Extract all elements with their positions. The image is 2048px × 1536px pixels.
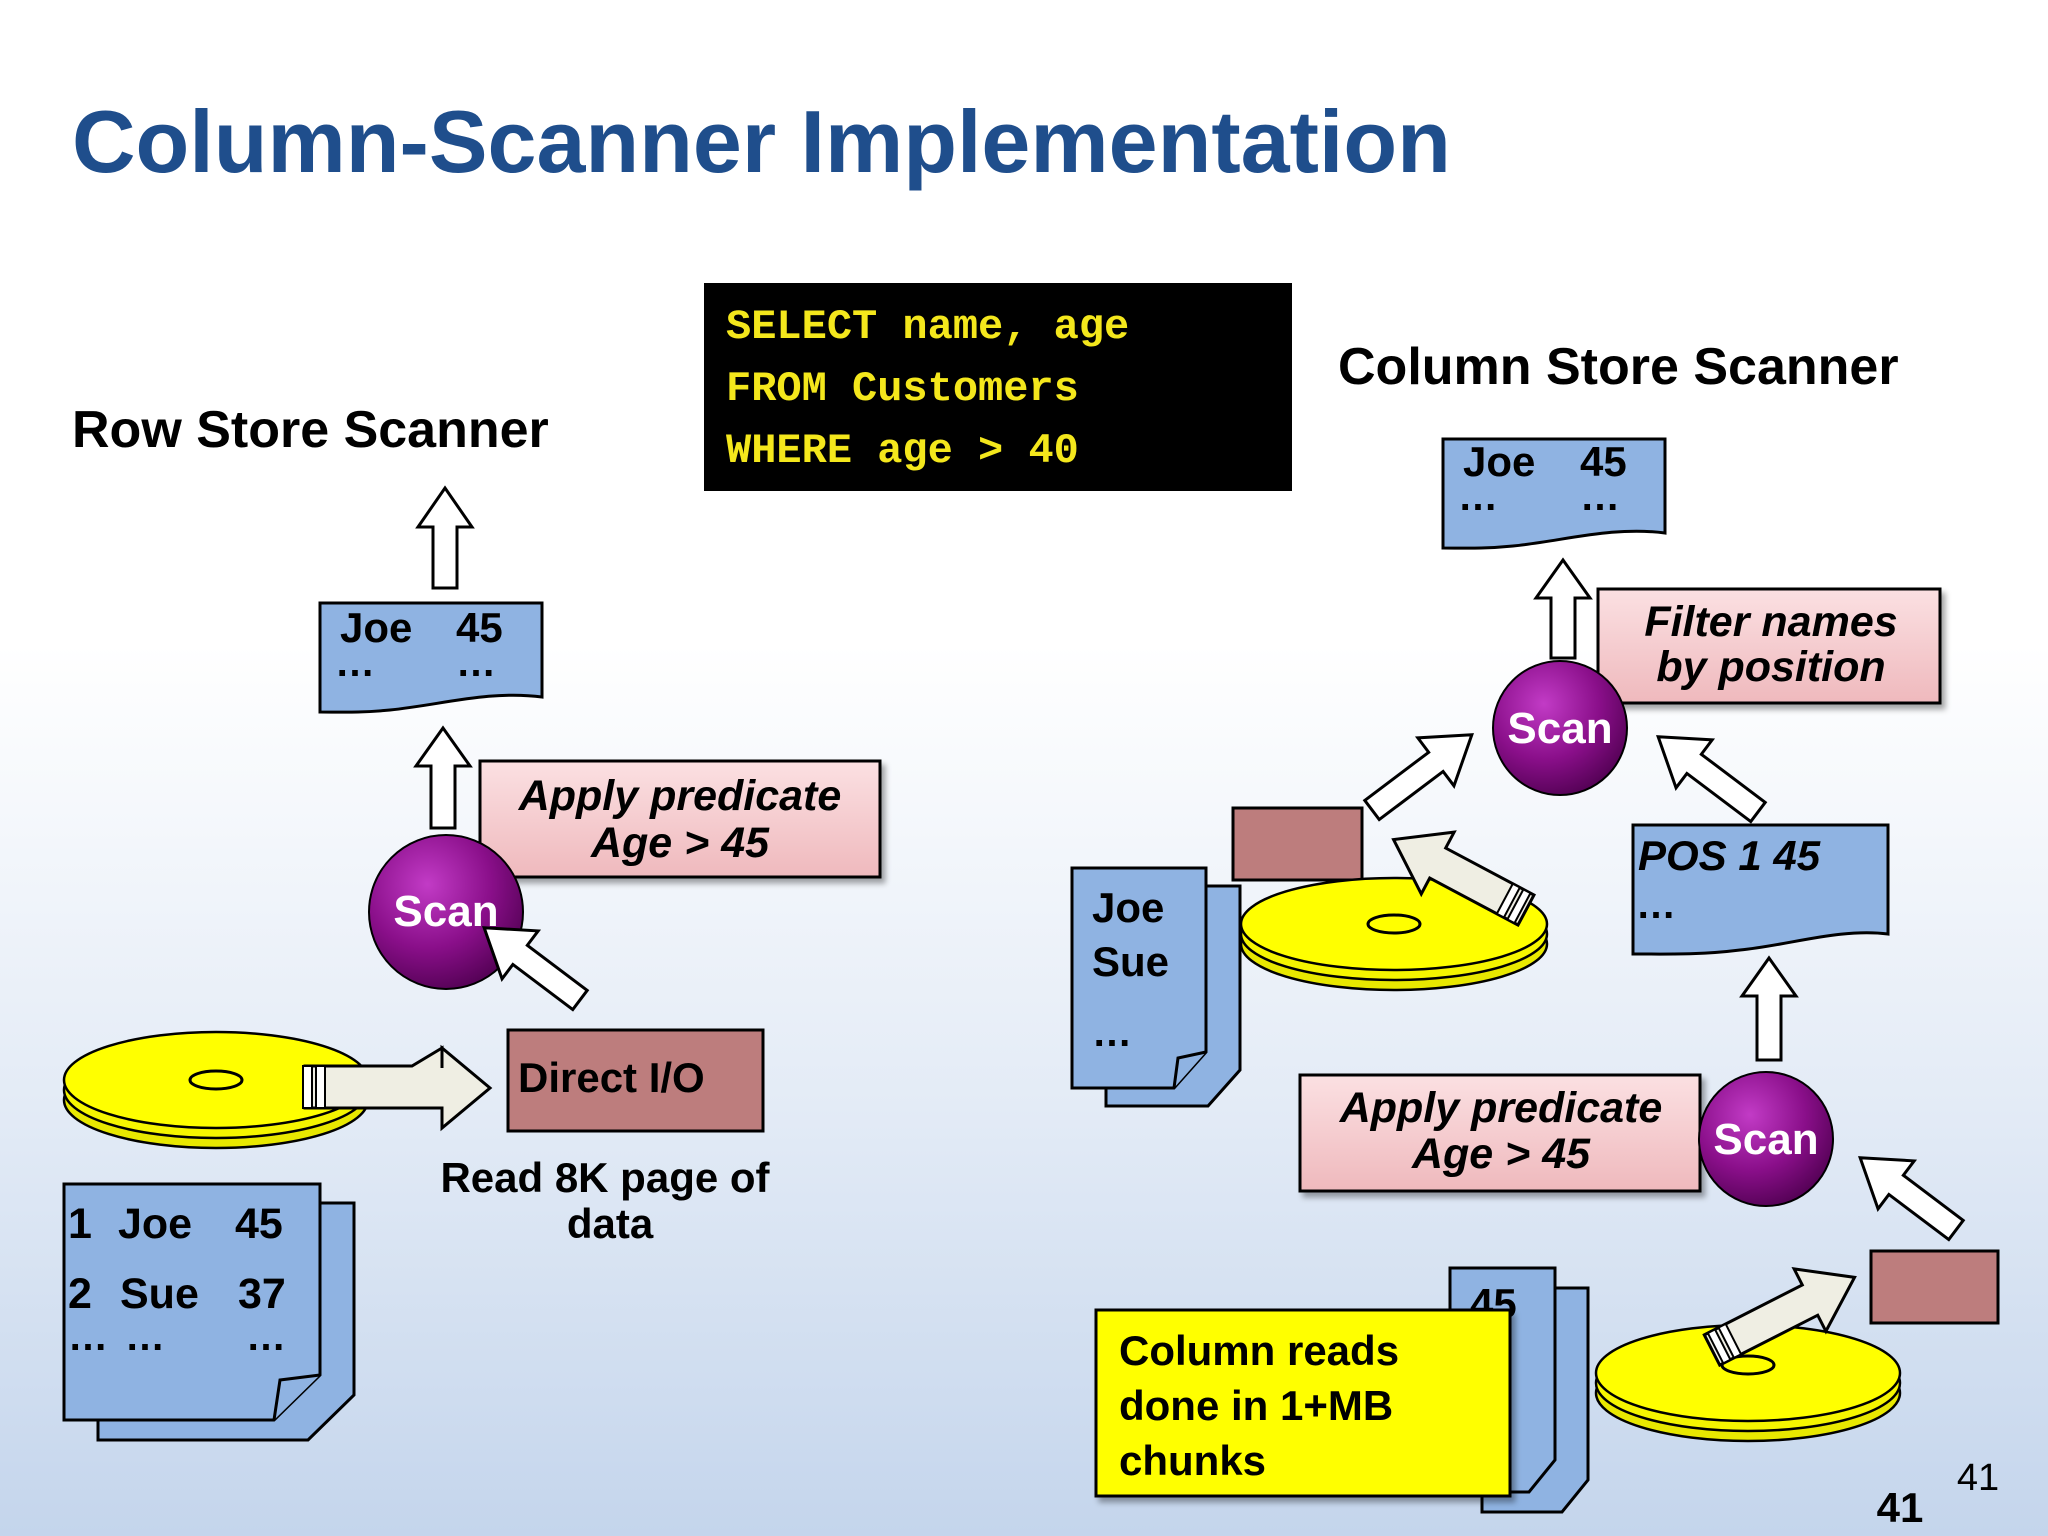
arrow-icon [482, 926, 590, 1012]
note-line3: chunks [1119, 1437, 1266, 1484]
row-output-name: Joe [340, 604, 412, 651]
arrow-icon [1739, 955, 1799, 1062]
row-output-more-name: … [335, 641, 375, 685]
pos-more: … [1636, 883, 1676, 927]
filter-box [1596, 587, 1942, 705]
query-box-background [704, 283, 1292, 491]
query-line-select: SELECT name, age [726, 303, 1129, 351]
arrow-icon [1391, 830, 1537, 928]
column-store-section: Column Store Scanner Joe 45 … … Filter n… [1070, 338, 2000, 1514]
disk-hole [188, 1069, 244, 1091]
direct-io-block [506, 1028, 765, 1133]
column-output-age: 45 [1580, 438, 1627, 485]
names-column-pages: Joe Sue … [1070, 866, 1242, 1108]
page-icon [1441, 437, 1667, 550]
column-output-page: Joe 45 … … [1441, 437, 1667, 550]
row-predicate-box [478, 759, 882, 879]
column-store-heading: Column Store Scanner [1338, 338, 1899, 396]
pos-line1: POS 1 45 [1638, 832, 1821, 879]
ages-disk [1594, 1323, 1902, 1443]
arrow-icon [303, 1044, 493, 1132]
row-predicate-line2: Age > 45 [590, 819, 770, 867]
column-top-scan-label: Scan [1507, 704, 1612, 753]
row1-name: Joe [118, 1200, 192, 1248]
page-fold [1172, 1050, 1207, 1089]
column-reads-note [1094, 1308, 1512, 1498]
query-box: SELECT name, age FROM Customers WHERE ag… [704, 283, 1292, 491]
column-output-name: Joe [1463, 438, 1535, 485]
row-scan-label: Scan [393, 887, 498, 936]
read-note-line2: data [567, 1200, 654, 1247]
row-predicate-line1: Apply predicate [518, 772, 842, 820]
column-bottom-scan-label: Scan [1713, 1115, 1818, 1164]
column-predicate-box [1298, 1073, 1702, 1193]
page-icon [1631, 823, 1890, 956]
arrow-icon [413, 725, 473, 830]
row-disk [62, 1030, 370, 1150]
ages-io-block [1869, 1249, 2000, 1325]
row-data-pages: 1 Joe 45 2 Sue 37 … … … [62, 1182, 356, 1442]
row-output-page: Joe 45 … … [318, 601, 544, 714]
row2-age: 37 [238, 1270, 286, 1318]
row-predicate-background [478, 759, 882, 879]
column-top-scan-node: Scan [1492, 660, 1628, 796]
filter-line2: by position [1656, 643, 1885, 691]
names-io-block [1231, 806, 1364, 882]
row2-name: Sue [120, 1270, 199, 1318]
arrow-icon [415, 485, 475, 590]
column-output-more-age: … [1580, 475, 1620, 519]
arrow-tail-mark [302, 1065, 313, 1109]
column-bottom-scan-node: Scan [1698, 1071, 1834, 1207]
row-store-heading: Row Store Scanner [72, 401, 549, 459]
column-predicate-line2: Age > 45 [1411, 1130, 1591, 1178]
position-list-page: POS 1 45 … [1631, 823, 1890, 956]
query-line-where: WHERE age > 40 [726, 427, 1079, 475]
arrow-icon [1533, 557, 1593, 660]
row-store-section: Row Store Scanner Joe 45 … … Apply predi… [62, 401, 882, 1442]
slide-title: Column-Scanner Implementation [72, 92, 1451, 191]
row2-id: 2 [68, 1270, 92, 1318]
row-more-id: … [68, 1315, 108, 1359]
filter-line1: Filter names [1644, 598, 1897, 646]
row1-id: 1 [68, 1200, 92, 1248]
scan-node-icon [1492, 660, 1628, 796]
page-icon [318, 601, 544, 714]
column-reads-note-background [1094, 1308, 1512, 1498]
row1-age: 45 [235, 1200, 283, 1248]
note-line2: done in 1+MB [1119, 1382, 1393, 1429]
arrow-icon [1858, 1156, 1966, 1242]
row-more-name: … [125, 1315, 165, 1359]
arrow-tail-mark [315, 1065, 326, 1109]
disk-hole [1366, 913, 1422, 935]
filter-box-background [1596, 587, 1942, 705]
names-item2: Sue [1092, 938, 1169, 985]
note-line1: Column reads [1119, 1327, 1399, 1374]
arrow-icon [1362, 733, 1474, 822]
row-output-more-age: … [456, 641, 496, 685]
slide-number-large: 41 [1877, 1484, 1924, 1531]
row-more-age: … [246, 1315, 286, 1359]
column-output-more-name: … [1458, 475, 1498, 519]
names-item1: Joe [1092, 884, 1164, 931]
read-note-line1: Read 8K page of [440, 1154, 770, 1201]
row-scan-node: Scan [368, 834, 524, 990]
row-output-age: 45 [456, 604, 503, 651]
arrow-icon [1702, 1266, 1857, 1368]
direct-io-label: Direct I/O [518, 1054, 705, 1101]
page-fold [272, 1373, 321, 1421]
query-line-from: FROM Customers [726, 365, 1079, 413]
scan-node-icon [368, 834, 524, 990]
slide-number-small: 41 [1957, 1457, 1999, 1499]
arrow-icon [1656, 735, 1768, 824]
scan-node-icon [1698, 1071, 1834, 1207]
names-more: … [1092, 1011, 1132, 1055]
column-predicate-line1: Apply predicate [1339, 1084, 1663, 1132]
column-predicate-background [1298, 1073, 1702, 1193]
